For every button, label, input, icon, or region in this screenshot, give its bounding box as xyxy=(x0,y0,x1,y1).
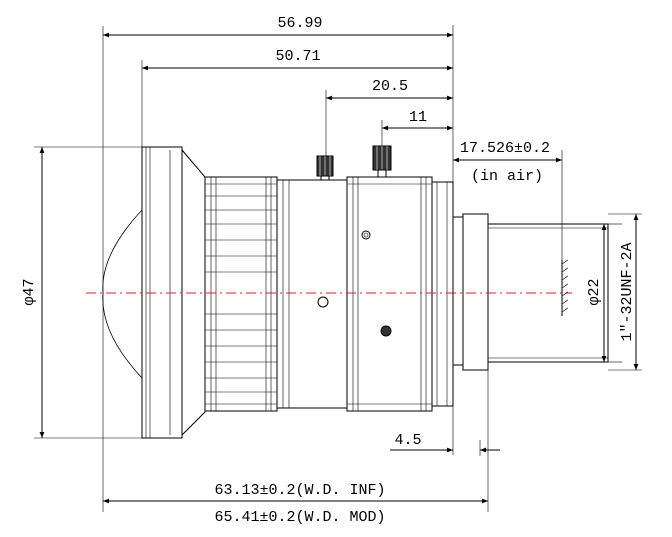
mount-flange xyxy=(452,216,464,366)
dim-total-length-inf: 63.13±0.2(W.D. INF) xyxy=(214,482,385,499)
hood-taper xyxy=(181,148,206,437)
dim-focus-screw: 20.5 xyxy=(372,78,408,95)
dim-mount-protrusion: 4.5 xyxy=(394,432,421,449)
iris-ring-hole xyxy=(380,325,392,337)
iris-lock-screw xyxy=(372,145,392,178)
dimension-lines xyxy=(39,32,639,504)
focus-ring-knurl xyxy=(205,177,277,411)
extension-lines xyxy=(34,25,642,512)
dim-mount-thread: 1″-32UNF-2A xyxy=(619,242,636,341)
dimension-labels: 56.99 50.71 20.5 11 17.526±0.2 (in air) … xyxy=(21,15,636,526)
image-plane-marker xyxy=(561,259,569,316)
mount-thread xyxy=(462,213,489,371)
iris-ring xyxy=(346,176,433,412)
lens-barrel xyxy=(276,179,348,409)
iris-ring-knurl xyxy=(347,177,432,411)
dim-total-length-mod: 65.41±0.2(W.D. MOD) xyxy=(214,509,385,526)
dim-overall-length: 56.99 xyxy=(277,15,322,32)
focus-lock-screw xyxy=(316,155,334,181)
dim-body-length: 50.71 xyxy=(275,48,320,65)
dim-mount-diameter: φ22 xyxy=(586,278,603,305)
lens-body xyxy=(102,145,609,439)
barrel-hole xyxy=(317,296,329,308)
front-element-glass xyxy=(102,209,143,379)
dim-iris-screw: 11 xyxy=(409,109,427,126)
dim-front-diameter: φ47 xyxy=(21,278,38,305)
rear-collar xyxy=(431,181,454,407)
dim-flange-back: 17.526±0.2 xyxy=(460,140,550,157)
dim-flange-back-note: (in air) xyxy=(471,168,543,185)
iris-ring-dot xyxy=(361,230,371,240)
